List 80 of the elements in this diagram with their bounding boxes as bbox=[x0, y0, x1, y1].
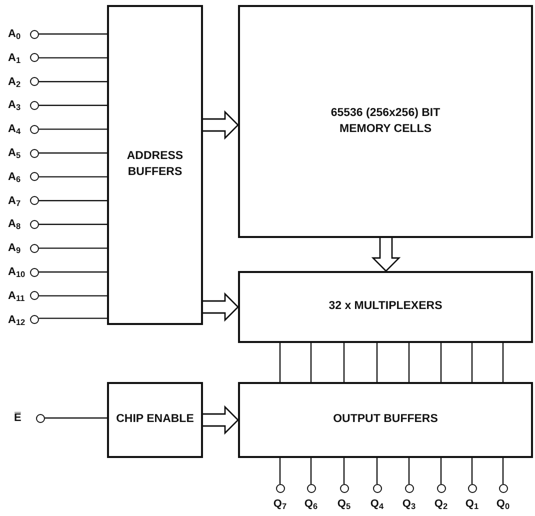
connector-line bbox=[376, 458, 378, 484]
connector-line bbox=[39, 224, 107, 225]
connector-line bbox=[279, 458, 281, 484]
pin bbox=[8, 145, 39, 161]
pin-label: A$_{6}$ bbox=[8, 170, 22, 183]
pin-label: Q$_{6}$ bbox=[304, 498, 318, 510]
pin bbox=[400, 484, 418, 510]
connector-line bbox=[502, 343, 504, 382]
function-block bbox=[238, 382, 533, 458]
pin bbox=[368, 484, 386, 510]
connector-line bbox=[39, 318, 107, 319]
connector-line bbox=[471, 343, 473, 382]
connector-line bbox=[310, 343, 312, 382]
connector-line bbox=[279, 343, 281, 382]
connector-line bbox=[39, 295, 107, 296]
function-block bbox=[238, 5, 533, 238]
connector-line bbox=[376, 343, 378, 382]
pin-label: Q$_{5}$ bbox=[337, 498, 351, 510]
function-block bbox=[238, 271, 533, 343]
block-label: ADDRESS BUFFERS bbox=[126, 149, 184, 180]
pin-label: E̅ bbox=[14, 412, 22, 424]
pin bbox=[8, 97, 39, 114]
pin-label: A$_{7}$ bbox=[8, 194, 22, 207]
pin-label: Q$_{3}$ bbox=[402, 498, 416, 510]
connector-line bbox=[39, 104, 107, 106]
bus-arrow bbox=[202, 292, 239, 322]
pin-label: Q$_{2}$ bbox=[434, 498, 448, 510]
connector-line bbox=[39, 33, 107, 35]
connector-line bbox=[440, 458, 442, 484]
pin bbox=[335, 484, 353, 510]
pin-label: Q$_{4}$ bbox=[370, 498, 384, 510]
connector-line bbox=[45, 417, 107, 419]
pin bbox=[463, 484, 481, 510]
pin-label: A$_{12}$ bbox=[8, 314, 26, 326]
pin bbox=[8, 216, 39, 232]
connector-line bbox=[39, 128, 107, 130]
pin bbox=[8, 240, 39, 256]
connector-line bbox=[502, 458, 504, 484]
bus-arrow bbox=[371, 237, 401, 272]
pin-label: A$_{1}$ bbox=[8, 52, 22, 64]
connector-line bbox=[471, 458, 473, 484]
block-label: CHIP ENABLE bbox=[116, 412, 194, 428]
pin-label: A$_{4}$ bbox=[8, 123, 22, 136]
block-label: 65536 (256x256) BIT MEMORY CELLS bbox=[330, 106, 442, 136]
pin-label: A$_{5}$ bbox=[8, 147, 22, 159]
connector-line bbox=[408, 458, 410, 484]
function-block bbox=[107, 5, 203, 325]
block-label: 32 x MULTIPLEXERS bbox=[328, 299, 442, 314]
connector-line bbox=[39, 152, 107, 154]
pin bbox=[8, 264, 39, 280]
pin-label: Q$_{0}$ bbox=[496, 498, 510, 510]
connector-line bbox=[343, 458, 345, 484]
pin-label: Q$_{7}$ bbox=[273, 498, 287, 510]
connector-line bbox=[408, 343, 410, 382]
pin-label: A$_{10}$ bbox=[8, 266, 26, 278]
block-label: OUTPUT BUFFERS bbox=[333, 412, 438, 428]
connector-line bbox=[39, 271, 107, 273]
pin-label: A$_{9}$ bbox=[8, 242, 22, 254]
pin bbox=[432, 484, 450, 510]
pin-label: A$_{11}$ bbox=[8, 290, 26, 302]
pin bbox=[302, 484, 320, 510]
connector-line bbox=[39, 248, 107, 249]
pin bbox=[8, 26, 39, 42]
connector-line bbox=[39, 200, 107, 202]
connector-line bbox=[39, 176, 107, 178]
bus-arrow bbox=[202, 405, 239, 435]
connector-line bbox=[39, 81, 107, 82]
pin-label: A$_{2}$ bbox=[8, 76, 22, 88]
connector-line bbox=[39, 57, 107, 58]
pin-label: Q$_{1}$ bbox=[465, 498, 479, 510]
pin bbox=[271, 484, 289, 510]
pin-label: A$_{0}$ bbox=[8, 28, 22, 40]
bus-arrow bbox=[202, 110, 239, 140]
pin-label: A$_{8}$ bbox=[8, 218, 22, 230]
connector-line bbox=[310, 458, 312, 484]
pin-label: A$_{3}$ bbox=[8, 99, 22, 112]
function-block bbox=[107, 382, 203, 458]
pin bbox=[494, 484, 512, 510]
connector-line bbox=[440, 343, 442, 382]
connector-line bbox=[343, 343, 345, 382]
